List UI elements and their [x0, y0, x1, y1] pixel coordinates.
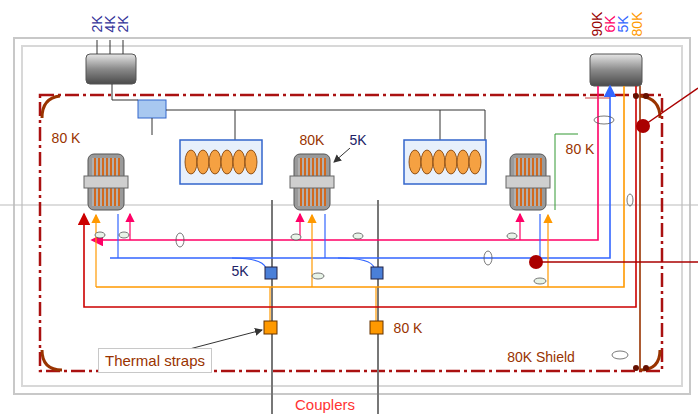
pipe-temperature: 5K: [616, 15, 630, 32]
pipe-temperature: 2K: [116, 15, 130, 32]
pipe-temperature: 80K: [630, 12, 644, 37]
pipe-temperature: 6K: [603, 15, 617, 32]
temperature-label: 80 K: [51, 130, 82, 146]
callout-box: Thermal straps: [98, 348, 212, 373]
temperature-label: 80 K: [393, 320, 424, 336]
temperature-label: 5K: [348, 132, 367, 148]
temperature-label: 80 K: [565, 141, 596, 157]
pipe-temperature: 4K: [103, 15, 117, 32]
temperature-label: 5K: [230, 263, 249, 279]
part-name: Couplers: [295, 397, 355, 412]
temperature-label: 80K: [299, 132, 326, 148]
pipe-temperature: 90K: [590, 12, 604, 37]
callout-text: Thermal straps: [105, 352, 205, 369]
pipe-temperature: 2K: [90, 15, 104, 32]
shield-label: 80K Shield: [506, 349, 576, 365]
